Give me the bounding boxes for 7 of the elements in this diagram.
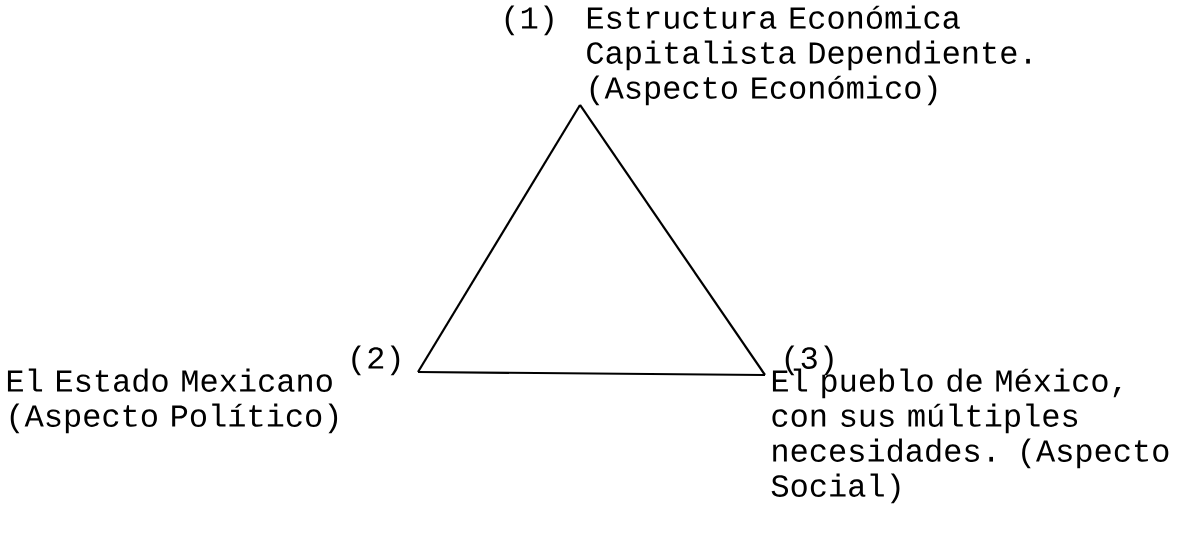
vertex-number: (2) bbox=[352, 345, 400, 376]
vertex-number: (1) bbox=[505, 5, 553, 36]
triangle-side bbox=[418, 370, 765, 377]
triangle-side bbox=[417, 104, 581, 373]
vertex-label: Estructura Económica Capitalista Dependiente. (Aspecto Económico) bbox=[587, 5, 1030, 106]
triangle-side bbox=[579, 104, 766, 376]
vertex-label: El Estado Mexicano (Aspecto Político) bbox=[7, 368, 338, 434]
